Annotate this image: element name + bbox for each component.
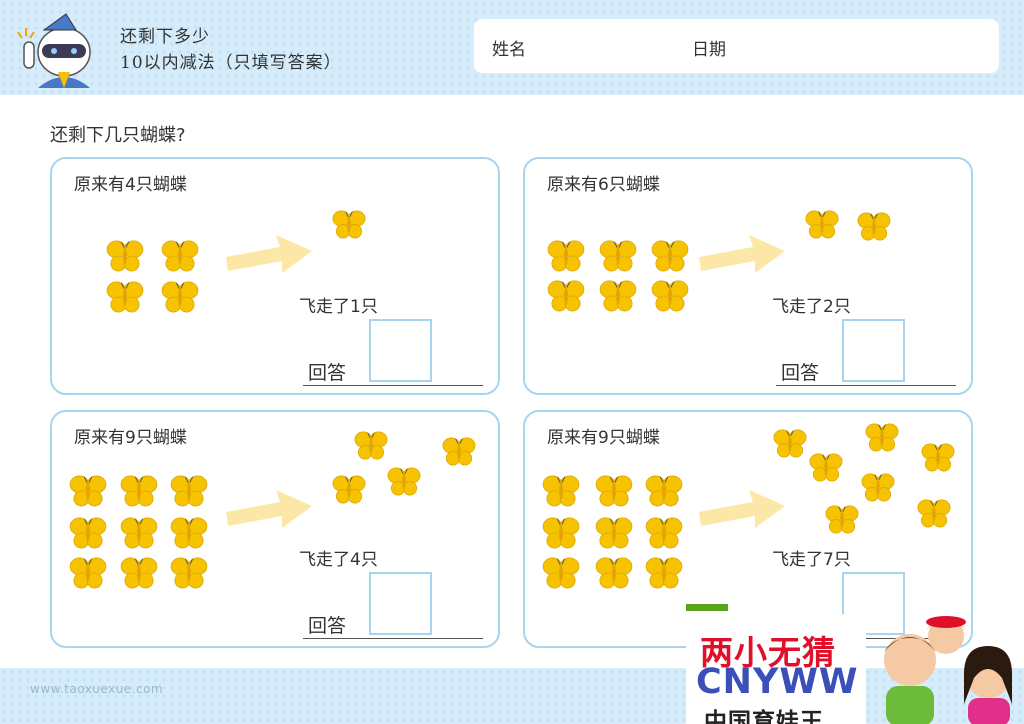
title-line-1: 还剩下多少 [120,27,210,47]
butterfly-icon [595,516,633,550]
family-illustration-icon [884,616,1012,724]
flying-butterfly-icon [865,422,899,453]
original-count-label: 原来有9只蝴蝶 [74,428,187,448]
answer-label: 回答 [308,362,347,384]
promo-line-1: 两小无猜 [700,633,836,672]
flew-away-label: 飞走了2只 [772,297,851,317]
butterfly-icon [161,239,199,273]
arrow-icon [224,482,314,534]
butterfly-icon [170,516,208,550]
flew-away-label: 飞走了4只 [299,550,378,570]
butterfly-icon [542,474,580,508]
butterfly-icon [599,239,637,273]
flying-butterfly-icon [805,209,839,240]
arrow-icon [697,482,787,534]
flying-butterfly-icon [809,452,843,483]
flying-butterfly-icon [857,211,891,242]
original-count-label: 原来有9只蝴蝶 [547,428,660,448]
answer-underline [303,638,483,639]
butterfly-icon [120,474,158,508]
butterfly-icon [69,516,107,550]
butterfly-icon [651,279,689,313]
answer-input-box[interactable] [369,572,432,635]
butterfly-icon [595,474,633,508]
flying-butterfly-icon [921,442,955,473]
butterfly-icon [542,556,580,590]
flying-butterfly-icon [861,472,895,503]
answer-underline [776,385,956,386]
question-text: 还剩下几只蝴蝶? [50,125,186,146]
flying-butterfly-icon [387,466,421,497]
flew-away-label: 飞走了7只 [772,550,851,570]
butterfly-icon [120,556,158,590]
problem-card-2: 原来有6只蝴蝶 飞走了2只 回答 [523,157,973,395]
butterfly-icon [69,556,107,590]
promo-banner: 两小无猜 CNYWW 中国育娃王 [686,604,1024,724]
original-count-label: 原来有4只蝴蝶 [74,175,187,195]
butterfly-icon [645,516,683,550]
promo-line-2: CNYWW [696,662,859,702]
arrow-icon [697,227,787,279]
worksheet-title: 还剩下多少 10以内减法（只填写答案） [120,24,342,76]
butterfly-icon [599,279,637,313]
footer-url: www.taoxuexue.com [30,682,164,696]
butterfly-icon [170,474,208,508]
butterfly-icon [547,239,585,273]
butterfly-icon [645,556,683,590]
flew-away-label: 飞走了1只 [299,297,378,317]
flying-butterfly-icon [442,436,476,467]
date-label: 日期 [692,40,726,60]
original-count-label: 原来有6只蝴蝶 [547,175,660,195]
flying-butterfly-icon [825,504,859,535]
flying-butterfly-icon [332,474,366,505]
flying-butterfly-icon [773,428,807,459]
arrow-icon [224,227,314,279]
answer-underline [776,638,956,639]
title-line-2: 10以内减法（只填写答案） [120,53,342,73]
promo-text-panel: 两小无猜 CNYWW 中国育娃王 [686,614,866,724]
answer-underline [303,385,483,386]
butterfly-icon [542,516,580,550]
answer-input-box[interactable] [842,319,905,382]
robot-mascot-icon [17,13,91,88]
answer-label: 回答 [781,362,820,384]
butterfly-icon [547,279,585,313]
butterfly-icon [645,474,683,508]
flying-butterfly-icon [332,209,366,240]
butterfly-icon [595,556,633,590]
name-date-box[interactable]: 姓名 日期 [474,19,999,73]
promo-line-3: 中国育娃王 [704,709,824,724]
butterfly-icon [106,239,144,273]
flying-butterfly-icon [917,498,951,529]
butterfly-icon [161,280,199,314]
name-label: 姓名 [492,40,526,60]
problem-card-1: 原来有4只蝴蝶 飞走了1只 回答 [50,157,500,395]
butterfly-icon [651,239,689,273]
flying-butterfly-icon [354,430,388,461]
answer-label: 回答 [308,615,347,637]
problem-card-3: 原来有9只蝴蝶 飞走了4只 回答 [50,410,500,648]
butterfly-icon [106,280,144,314]
butterfly-icon [170,556,208,590]
butterfly-icon [69,474,107,508]
answer-input-box[interactable] [369,319,432,382]
promo-accent-bar [686,604,728,611]
butterfly-icon [120,516,158,550]
